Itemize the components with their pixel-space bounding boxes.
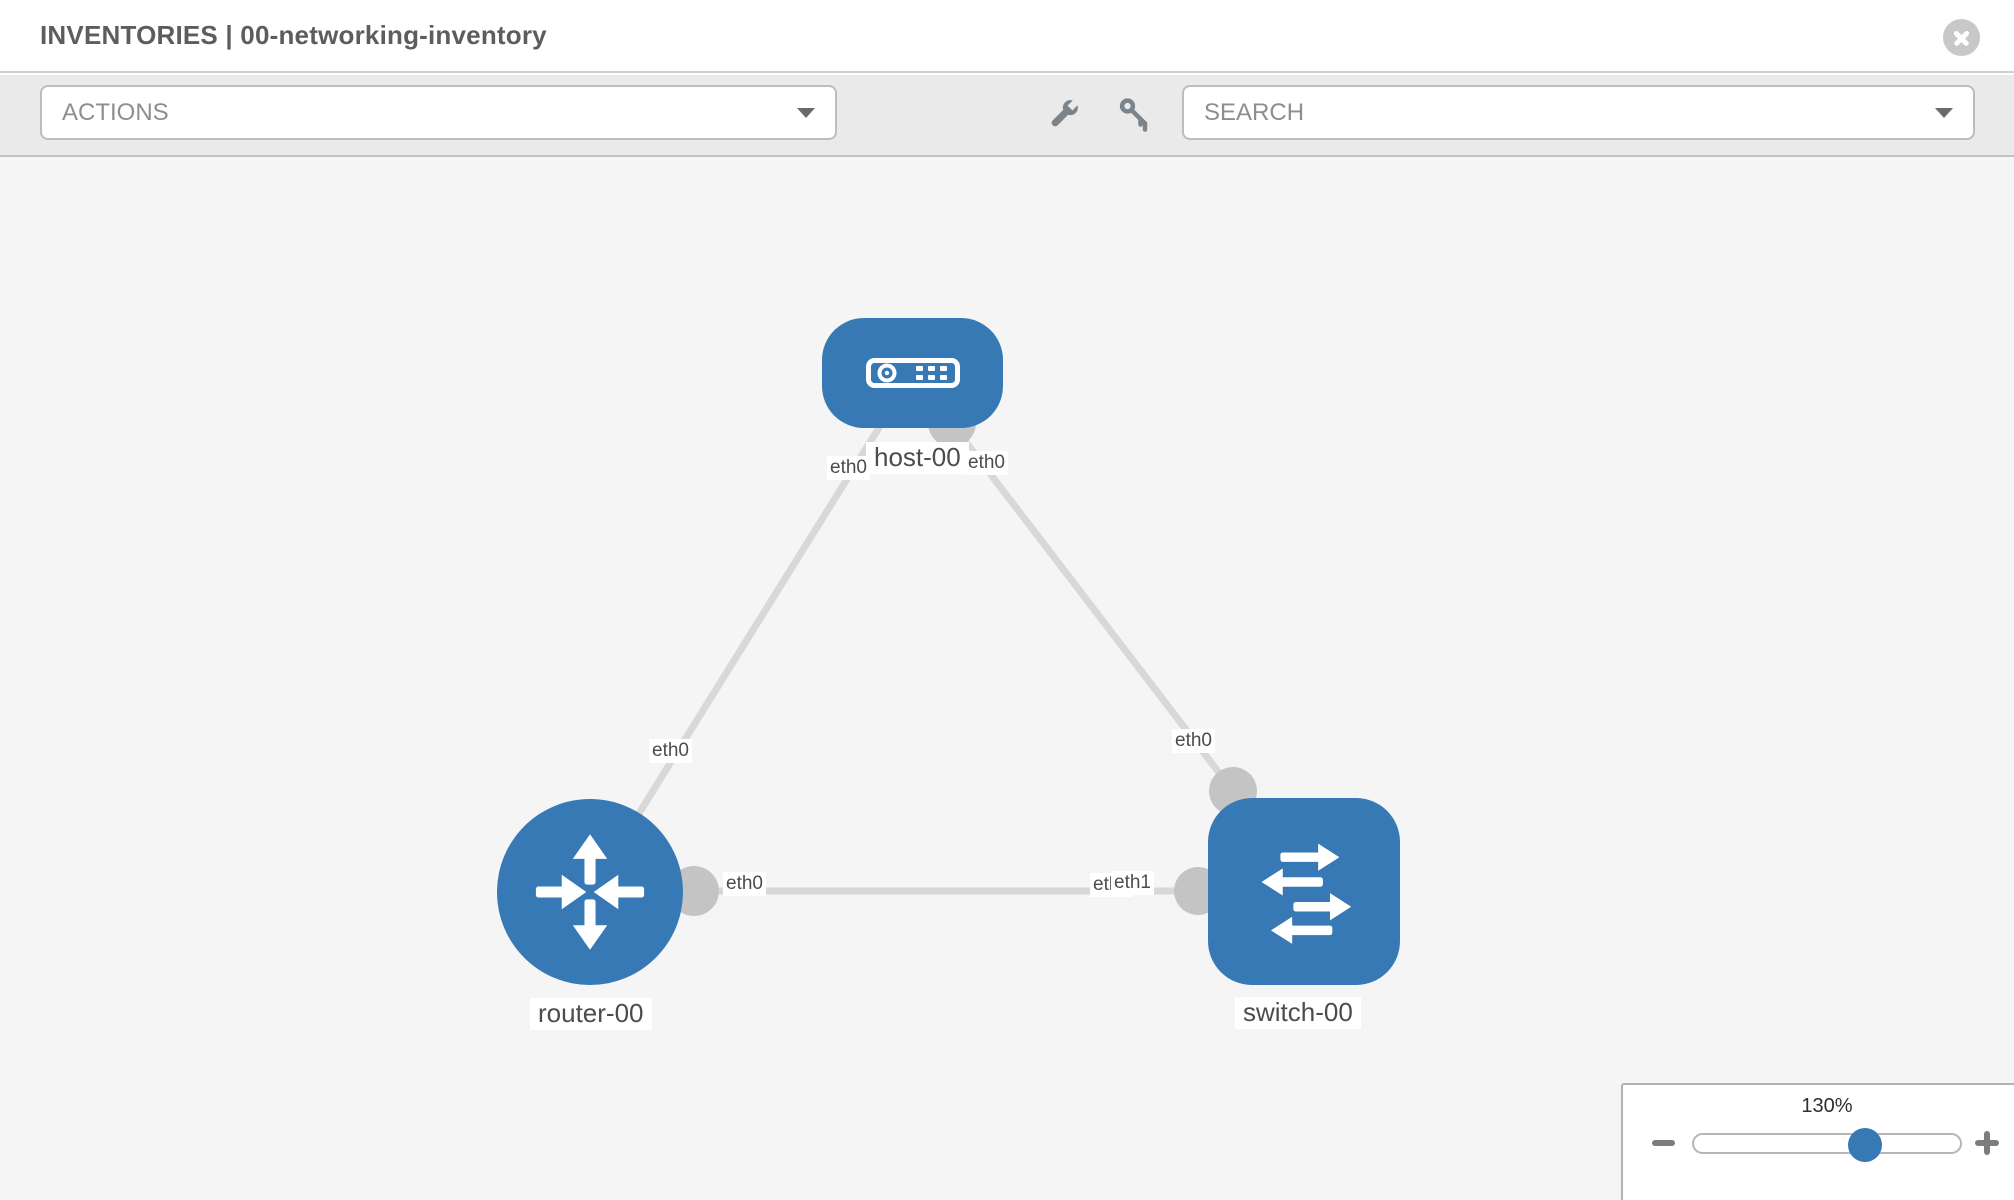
zoom-in-button plus-icon[interactable] bbox=[1975, 1131, 1999, 1155]
close-button[interactable] bbox=[1943, 19, 1980, 56]
node-router[interactable] bbox=[497, 799, 683, 985]
zoom-out-button minus-icon[interactable] bbox=[1652, 1140, 1675, 1146]
search-dropdown-label: SEARCH bbox=[1204, 98, 1305, 126]
node-label-router: router-00 bbox=[530, 998, 652, 1030]
router-icon bbox=[535, 834, 645, 950]
zoom-level-label: 130% bbox=[1801, 1095, 1853, 1117]
wrench-icon[interactable] bbox=[1046, 96, 1082, 132]
interface-label-switch-top: eth0 bbox=[1172, 729, 1215, 753]
node-switch[interactable] bbox=[1208, 798, 1400, 985]
interface-label-router-right: eth0 bbox=[723, 872, 766, 896]
node-host[interactable] bbox=[822, 318, 1003, 428]
interface-label-router-top: eth0 bbox=[649, 739, 692, 763]
node-label-switch: switch-00 bbox=[1235, 997, 1361, 1029]
search-dropdown[interactable]: SEARCH bbox=[1182, 85, 1975, 140]
node-label-host: host-00 bbox=[866, 442, 969, 474]
switch-icon bbox=[1261, 843, 1352, 944]
page-title: INVENTORIES | 00-networking-inventory bbox=[40, 20, 547, 50]
zoom-panel: 130% bbox=[1621, 1083, 2014, 1200]
chevron-down-icon bbox=[1935, 107, 1953, 118]
host-icon bbox=[865, 358, 960, 388]
actions-dropdown[interactable]: ACTIONS bbox=[40, 85, 837, 140]
actions-dropdown-label: ACTIONS bbox=[62, 98, 169, 126]
header: INVENTORIES | 00-networking-inventory bbox=[0, 0, 2014, 73]
toolbar: ACTIONS SEARCH bbox=[0, 75, 2014, 157]
interface-label-host-right: eth0 bbox=[965, 451, 1008, 475]
chevron-down-icon bbox=[797, 107, 815, 118]
interface-label-host-left: eth0 bbox=[827, 456, 870, 480]
zoom-slider-knob[interactable] bbox=[1848, 1128, 1882, 1162]
zoom-slider[interactable] bbox=[1692, 1133, 1962, 1154]
interface-label-switch-left: eth1 bbox=[1111, 871, 1154, 895]
links-layer bbox=[587, 370, 1257, 916]
topology-canvas[interactable]: host-00 router-00 switch-00 eth0 eth0 et… bbox=[0, 157, 2014, 1200]
key-icon[interactable] bbox=[1117, 96, 1153, 132]
